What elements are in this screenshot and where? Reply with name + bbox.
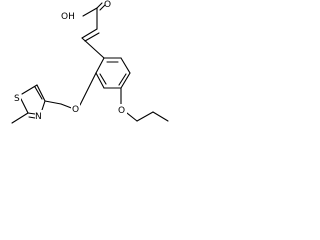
- atom-label-ether-oxygen-1: O: [72, 105, 79, 115]
- thiazole-bond-c2-n-inner: [28, 116, 36, 119]
- propyl-bond-2: [136, 111, 154, 122]
- ring-bond-2: [120, 57, 131, 74]
- bond-thiazole-methyl: [11, 112, 29, 124]
- chemical-structure: OH O O O S N: [11, 0, 169, 124]
- bond-alkene-a: [81, 28, 98, 39]
- propyl-chain: [126, 111, 169, 122]
- atom-label-carbonyl-oxygen: O: [104, 0, 111, 10]
- thiazole-bond-c5-s: [21, 84, 38, 95]
- atom-label-thiazole-sulfur: S: [14, 94, 20, 104]
- bond-alkene-ring: [81, 37, 105, 59]
- atom-label-thiazole-nitrogen: N: [35, 112, 42, 122]
- thiazole-bond-c4-c5-inner: [34, 86, 43, 100]
- bond-ring-ether-left: [79, 72, 97, 106]
- thiazole-bond-c2-n: [27, 112, 36, 115]
- bond-alkene-b: [84, 32, 100, 42]
- ring-bond-3: [120, 72, 131, 89]
- ring-inner-bond-2: [118, 73, 127, 86]
- bond-ch2-thiazole: [44, 100, 62, 105]
- thiazole-bond-s-c2: [20, 98, 29, 114]
- ring-bond-6: [95, 57, 105, 74]
- bond-carbonyl-b: [99, 4, 106, 11]
- ring-inner-bond-3: [99, 73, 107, 85]
- ring-bond-5: [95, 72, 105, 89]
- atom-label-ether-oxygen-2: O: [118, 106, 125, 116]
- atom-label-hydroxyl: OH: [61, 12, 75, 22]
- propyl-bond-3: [152, 111, 169, 122]
- thiazole-ring: [11, 84, 46, 124]
- bond-carbonyl-a: [96, 2, 103, 9]
- benzene-ring: [95, 57, 131, 89]
- acrylic-acid-chain: [81, 2, 106, 59]
- bond-carboxyl-oh: [82, 7, 98, 17]
- propyl-bond-1: [126, 112, 138, 122]
- thiazole-bond-c4-c5: [36, 84, 46, 102]
